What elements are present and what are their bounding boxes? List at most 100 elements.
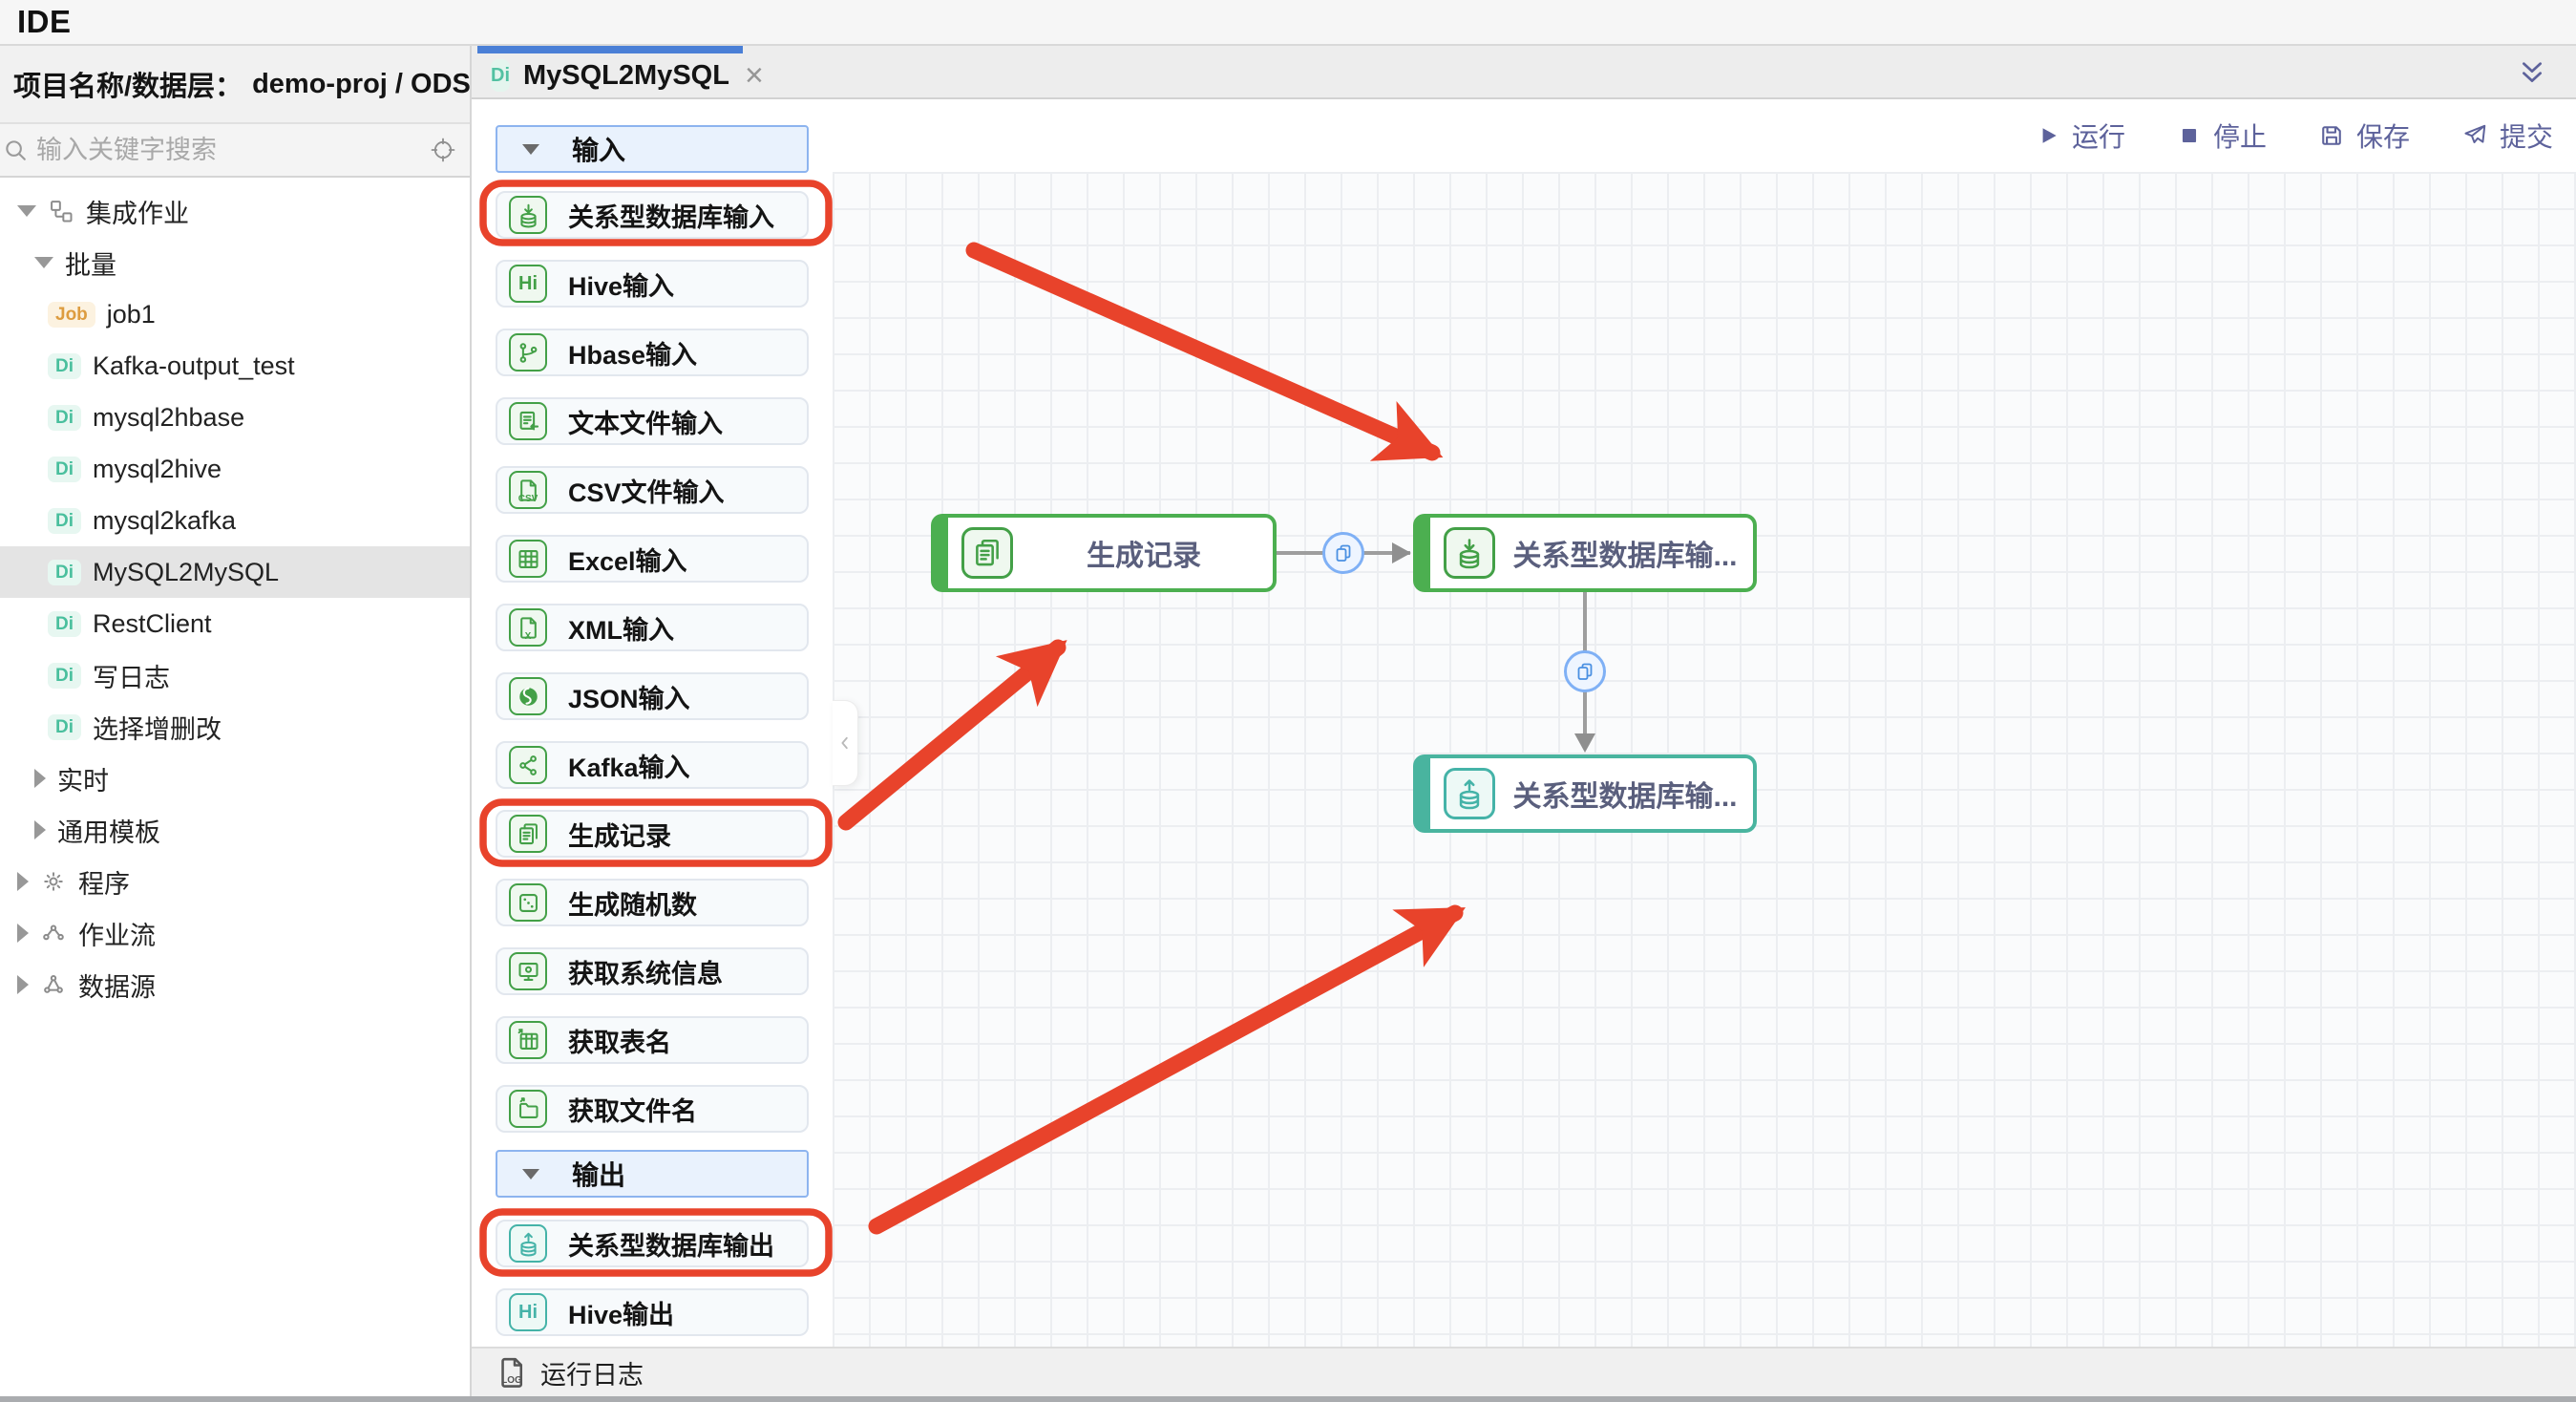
palette-item-generate-records[interactable]: 生成记录 [496, 810, 809, 858]
tree-item-restclient[interactable]: Di RestClient [0, 598, 470, 649]
palette-section-input[interactable]: 输入 [496, 125, 809, 173]
di-badge: Di [48, 404, 81, 431]
tree-item-mysql2kafka[interactable]: Di mysql2kafka [0, 495, 470, 546]
caret-right-icon[interactable] [17, 872, 29, 891]
stop-button[interactable]: 停止 [2177, 117, 2267, 155]
di-badge: Di [48, 713, 81, 740]
tree-item-mysql2mysql[interactable]: Di MySQL2MySQL [0, 546, 470, 598]
canvas-node-generate-records[interactable]: 生成记录 [931, 514, 1277, 592]
tree-item-job1[interactable]: Job job1 [0, 288, 470, 340]
flow-canvas[interactable]: 生成记录 关系型数据库输... 关系型数据库输... [833, 172, 2576, 1347]
caret-right-icon[interactable] [17, 975, 29, 994]
palette-item-get-table-names[interactable]: 获取表名 [496, 1016, 809, 1064]
caret-down-icon[interactable] [17, 205, 36, 217]
tab-label: MySQL2MySQL [523, 59, 729, 91]
tree-item-select-upsert[interactable]: Di 选择增删改 [0, 701, 470, 753]
canvas-node-relational-db-output[interactable]: 关系型数据库输... [1413, 754, 1757, 833]
file-names-folder-icon [509, 1090, 547, 1128]
palette-item-csv-input[interactable]: CSV CSV文件输入 [496, 466, 809, 514]
caret-down-icon[interactable] [522, 1168, 539, 1179]
kafka-icon [509, 746, 547, 784]
close-icon[interactable]: × [744, 57, 764, 94]
hop-arrowhead [1392, 542, 1411, 563]
tree-label: RestClient [93, 608, 212, 638]
tree-label: 写日志 [93, 663, 170, 692]
hop-copy-badge[interactable] [1564, 650, 1606, 692]
palette-item-get-system-info[interactable]: 获取系统信息 [496, 947, 809, 995]
run-log-bar[interactable]: LOG 运行日志 [472, 1347, 2576, 1396]
tab-mysql2mysql[interactable]: Di MySQL2MySQL × [477, 46, 764, 99]
tree-label: job1 [106, 299, 156, 329]
chevron-double-down-icon[interactable] [2515, 57, 2549, 88]
palette-section-output[interactable]: 输出 [496, 1150, 809, 1198]
integration-jobs-icon [48, 198, 74, 224]
di-badge: Di [491, 59, 510, 92]
tab-bar: Di MySQL2MySQL × [472, 46, 2576, 99]
search-icon [2, 137, 29, 163]
generate-records-icon [509, 815, 547, 853]
palette-collapse-handle[interactable] [833, 700, 858, 786]
di-badge: Di [48, 456, 81, 482]
project-header-label: 项目名称/数据层： [13, 72, 243, 102]
tree-group-programs[interactable]: 程序 [0, 856, 470, 907]
caret-down-icon[interactable] [34, 257, 53, 268]
hbase-branch-icon [509, 333, 547, 372]
caret-right-icon[interactable] [34, 820, 46, 839]
run-button[interactable]: 运行 [2036, 117, 2125, 155]
canvas-node-relational-db-input[interactable]: 关系型数据库输... [1413, 514, 1757, 592]
submit-button[interactable]: 提交 [2461, 117, 2553, 155]
palette-item-hive-input[interactable]: Hi Hive输入 [496, 260, 809, 308]
tree-group-workflows[interactable]: 作业流 [0, 907, 470, 959]
tree-item-kafka-output-test[interactable]: Di Kafka-output_test [0, 340, 470, 392]
palette-item-relational-db-output[interactable]: 关系型数据库输出 [496, 1220, 809, 1267]
save-icon [2318, 122, 2345, 149]
tree-label: 数据源 [78, 972, 156, 1002]
save-button[interactable]: 保存 [2318, 117, 2410, 155]
palette-item-excel-input[interactable]: Excel输入 [496, 535, 809, 583]
tree-label: MySQL2MySQL [93, 557, 280, 586]
json-icon [509, 677, 547, 715]
tree-group-batch[interactable]: 批量 [0, 237, 470, 288]
palette-item-json-input[interactable]: JSON输入 [496, 672, 809, 720]
db-output-icon [1444, 768, 1495, 819]
tree-group-datasources[interactable]: 数据源 [0, 959, 470, 1010]
di-badge: Di [48, 610, 81, 637]
caret-right-icon[interactable] [34, 769, 46, 788]
tree-item-mysql2hbase[interactable]: Di mysql2hbase [0, 392, 470, 443]
palette-item-hive-output[interactable]: Hi Hive输出 [496, 1288, 809, 1336]
palette-item-relational-db-input[interactable]: 关系型数据库输入 [496, 191, 809, 239]
excel-table-icon [509, 540, 547, 578]
tree-label: 程序 [78, 869, 130, 899]
window-bottom-edge [0, 1396, 2576, 1402]
tree-group-realtime[interactable]: 实时 [0, 753, 470, 804]
palette-item-kafka-input[interactable]: Kafka输入 [496, 741, 809, 789]
tree-label: 作业流 [78, 921, 156, 950]
job-tree: 集成作业 批量 Job job1 Di Kafka-output_test Di… [0, 178, 470, 1010]
tree-item-write-log[interactable]: Di 写日志 [0, 649, 470, 701]
sidebar: 项目名称/数据层： demo-proj / ODS 集成作业 批量 [0, 46, 471, 1396]
project-header: 项目名称/数据层： demo-proj / ODS [0, 46, 471, 124]
tree-label: mysql2hive [93, 454, 222, 483]
main-area: Di MySQL2MySQL × 输入 关系型数据库输入 Hi [470, 46, 2576, 1396]
hop-copy-badge[interactable] [1322, 532, 1364, 574]
tree-item-mysql2hive[interactable]: Di mysql2hive [0, 443, 470, 495]
tree-group-common-templates[interactable]: 通用模板 [0, 804, 470, 856]
csv-file-icon: CSV [509, 471, 547, 509]
palette-item-xml-input[interactable]: X XML输入 [496, 604, 809, 651]
gear-icon [40, 868, 67, 895]
caret-down-icon[interactable] [522, 143, 539, 155]
palette-item-hbase-input[interactable]: Hbase输入 [496, 329, 809, 376]
palette-item-text-file-input[interactable]: 文本文件输入 [496, 397, 809, 445]
search-input[interactable] [36, 135, 422, 165]
palette-item-generate-random[interactable]: 生成随机数 [496, 879, 809, 926]
palette-item-get-file-names[interactable]: 获取文件名 [496, 1085, 809, 1133]
app-title: IDE [17, 4, 72, 39]
hop-arrowhead [1574, 733, 1595, 753]
component-palette: 输入 关系型数据库输入 Hi Hive输入 Hbase输入 [472, 99, 833, 1347]
job-badge: Job [48, 301, 95, 328]
tree-group-integration-jobs[interactable]: 集成作业 [0, 185, 470, 237]
caret-right-icon[interactable] [17, 924, 29, 943]
db-input-icon [509, 196, 547, 234]
locate-icon[interactable] [430, 137, 456, 163]
paper-plane-icon [2461, 122, 2488, 149]
